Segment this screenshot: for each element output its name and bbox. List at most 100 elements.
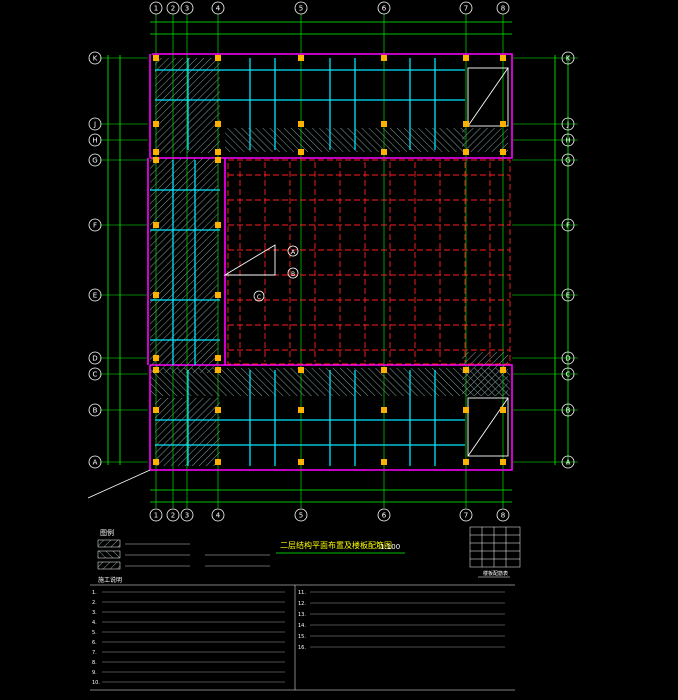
column <box>153 149 159 155</box>
column <box>153 459 159 465</box>
svg-text:8: 8 <box>501 512 505 520</box>
notes-right-column: 11.12.13.14.15.16. <box>298 590 505 651</box>
axis-bubble-right: K <box>561 51 575 65</box>
column <box>215 292 221 298</box>
column <box>153 355 159 361</box>
column <box>381 55 387 61</box>
svg-text:2: 2 <box>171 512 175 520</box>
axis-bubble-top: 6 <box>377 1 391 15</box>
drawing-title: 二层结构平面布置及楼板配筋图 <box>280 540 392 550</box>
column <box>463 459 469 465</box>
svg-text:A: A <box>566 459 571 467</box>
axis-bubble-bottom: 2 <box>166 508 180 522</box>
note-number: 15. <box>298 634 306 640</box>
svg-text:J: J <box>566 121 569 129</box>
slab-reinforcement-grid <box>227 159 511 365</box>
svg-text:D: D <box>565 355 570 363</box>
notes-left-column: 1.2.3.4.5.6.7.8.9.10. <box>92 590 285 686</box>
note-number: 11. <box>298 590 306 596</box>
note-number: 8. <box>92 660 97 666</box>
svg-text:6: 6 <box>382 512 387 520</box>
svg-text:E: E <box>566 292 570 300</box>
axis-bubble-top: 5 <box>294 1 308 15</box>
axis-bubble-left: E <box>88 288 102 302</box>
svg-text:5: 5 <box>299 5 303 13</box>
column <box>298 367 304 373</box>
axis-bubble-left: B <box>88 403 102 417</box>
section-marks: A B C <box>253 245 299 302</box>
column <box>298 407 304 413</box>
notes-block: 施工说明 1.2.3.4.5.6.7.8.9.10. 11.12.13.14.1… <box>90 576 515 691</box>
axis-bubble-top: 8 <box>496 1 510 15</box>
svg-text:J: J <box>93 121 96 129</box>
horizontal-axis-lines <box>100 57 578 463</box>
section-mark-a: A <box>291 249 296 256</box>
axis-bubble-right: B <box>561 403 575 417</box>
column <box>215 149 221 155</box>
column <box>500 407 506 413</box>
column <box>463 407 469 413</box>
axis-bubble-right: F <box>561 218 575 232</box>
column <box>215 157 221 163</box>
note-number: 9. <box>92 670 97 676</box>
title-block: 二层结构平面布置及楼板配筋图 1:100 <box>276 540 405 554</box>
column <box>381 407 387 413</box>
svg-text:3: 3 <box>185 5 189 13</box>
svg-text:F: F <box>93 222 97 230</box>
axis-bubble-top: 1 <box>149 1 163 15</box>
column <box>463 149 469 155</box>
axis-bubble-left: F <box>88 218 102 232</box>
column <box>298 121 304 127</box>
axis-bubble-bottom: 6 <box>377 508 391 522</box>
svg-text:1: 1 <box>154 512 158 520</box>
svg-text:K: K <box>566 55 571 63</box>
svg-text:6: 6 <box>382 5 387 13</box>
svg-text:B: B <box>93 407 98 415</box>
axis-bubble-top: 7 <box>459 1 473 15</box>
column <box>381 367 387 373</box>
column <box>215 407 221 413</box>
svg-text:G: G <box>92 157 97 165</box>
drawing-scale: 1:100 <box>380 543 400 551</box>
axis-bubble-right: H <box>561 133 575 147</box>
stair-openings <box>223 67 509 457</box>
column <box>500 367 506 373</box>
column <box>463 55 469 61</box>
axis-bubble-bottom: 1 <box>149 508 163 522</box>
axis-bubble-bottom: 3 <box>180 508 194 522</box>
svg-text:H: H <box>565 137 570 145</box>
svg-text:1: 1 <box>154 5 158 13</box>
axis-bubble-right: E <box>561 288 575 302</box>
column <box>215 355 221 361</box>
column <box>381 459 387 465</box>
axis-bubble-left: A <box>88 455 102 469</box>
axis-bubble-right: C <box>561 367 575 381</box>
legend-block: 图例 <box>97 528 270 570</box>
right-axis-bubbles: K JHG F E DC B A <box>561 51 575 469</box>
note-number: 13. <box>298 612 306 618</box>
column <box>500 121 506 127</box>
svg-text:2: 2 <box>171 5 175 13</box>
axis-bubble-bottom: 4 <box>211 508 225 522</box>
axis-bubble-top: 3 <box>180 1 194 15</box>
note-number: 14. <box>298 623 306 629</box>
axis-bubble-right: G <box>561 153 575 167</box>
svg-text:C: C <box>93 371 98 379</box>
column <box>381 149 387 155</box>
note-number: 7. <box>92 650 97 656</box>
table-title: 楼板配筋表 <box>483 570 508 577</box>
axis-bubble-left: J <box>88 117 102 131</box>
note-number: 2. <box>92 600 97 606</box>
note-number: 16. <box>298 645 306 651</box>
reinforcement-table: 楼板配筋表 <box>469 526 521 578</box>
axis-bubble-bottom: 7 <box>459 508 473 522</box>
column <box>153 407 159 413</box>
note-number: 6. <box>92 640 97 646</box>
axis-bubble-left: H <box>88 133 102 147</box>
svg-text:B: B <box>566 407 571 415</box>
svg-text:3: 3 <box>185 512 189 520</box>
axis-bubble-left: C <box>88 367 102 381</box>
